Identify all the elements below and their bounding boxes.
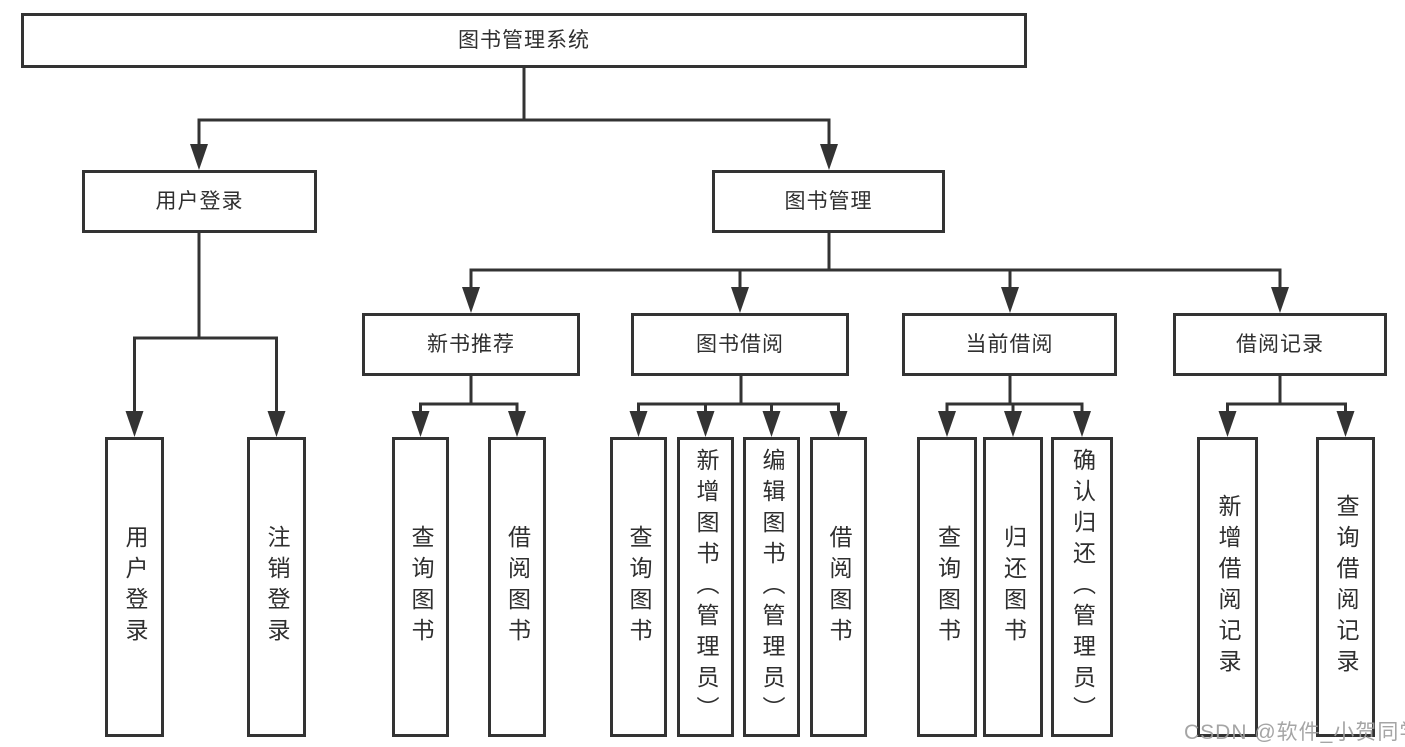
leaf-label: 查询图书 bbox=[408, 525, 434, 649]
node-label: 借阅记录 bbox=[1236, 333, 1324, 356]
node-label: 图书借阅 bbox=[696, 333, 784, 356]
leaf-query-books-current: 查询图书 bbox=[917, 437, 977, 737]
leaf-borrow-books-recommend: 借阅图书 bbox=[488, 437, 546, 737]
csdn-watermark: CSDN @软件_小贺同学 bbox=[1184, 721, 1405, 744]
node-book-management: 图书管理 bbox=[712, 170, 945, 233]
leaf-query-borrow-record: 查询借阅记录 bbox=[1316, 437, 1375, 737]
leaf-label: 用户登录 bbox=[122, 525, 148, 649]
node-label: 图书管理 bbox=[784, 190, 873, 213]
leaf-label: 归还图书 bbox=[1000, 525, 1027, 649]
leaf-label: 借阅图书 bbox=[504, 525, 531, 649]
leaf-label: 查询借阅记录 bbox=[1333, 494, 1359, 680]
node-new-book-recommend: 新书推荐 bbox=[362, 313, 580, 376]
leaf-label: 确认归还（管理员） bbox=[1069, 447, 1096, 727]
leaf-return-books: 归还图书 bbox=[983, 437, 1043, 737]
node-label: 当前借阅 bbox=[965, 333, 1054, 356]
leaf-confirm-return-admin: 确认归还（管理员） bbox=[1051, 437, 1113, 737]
leaf-user-login: 用户登录 bbox=[105, 437, 164, 737]
leaf-label: 查询图书 bbox=[626, 525, 652, 649]
leaf-label: 查询图书 bbox=[934, 525, 961, 649]
node-book-borrow: 图书借阅 bbox=[631, 313, 849, 376]
leaf-label: 借阅图书 bbox=[826, 525, 852, 649]
node-current-borrow: 当前借阅 bbox=[902, 313, 1117, 376]
node-root-system: 图书管理系统 bbox=[21, 13, 1027, 68]
leaf-query-books-borrow: 查询图书 bbox=[610, 437, 667, 737]
node-label: 图书管理系统 bbox=[458, 29, 590, 52]
leaf-edit-books-admin: 编辑图书（管理员） bbox=[743, 437, 800, 737]
leaf-borrow-books: 借阅图书 bbox=[810, 437, 867, 737]
node-borrow-records: 借阅记录 bbox=[1173, 313, 1387, 376]
leaf-logout: 注销登录 bbox=[247, 437, 306, 737]
arrowhead-icons bbox=[125, 144, 1355, 437]
leaf-label: 注销登录 bbox=[264, 525, 290, 649]
leaf-add-books-admin: 新增图书（管理员） bbox=[677, 437, 734, 737]
node-user-login: 用户登录 bbox=[82, 170, 317, 233]
leaf-label: 新增借阅记录 bbox=[1215, 494, 1241, 680]
leaf-query-books-recommend: 查询图书 bbox=[392, 437, 449, 737]
node-label: 新书推荐 bbox=[427, 333, 515, 356]
leaf-label: 编辑图书（管理员） bbox=[759, 447, 785, 727]
node-label: 用户登录 bbox=[155, 190, 244, 213]
leaf-add-borrow-record: 新增借阅记录 bbox=[1197, 437, 1258, 737]
leaf-label: 新增图书（管理员） bbox=[693, 447, 719, 727]
